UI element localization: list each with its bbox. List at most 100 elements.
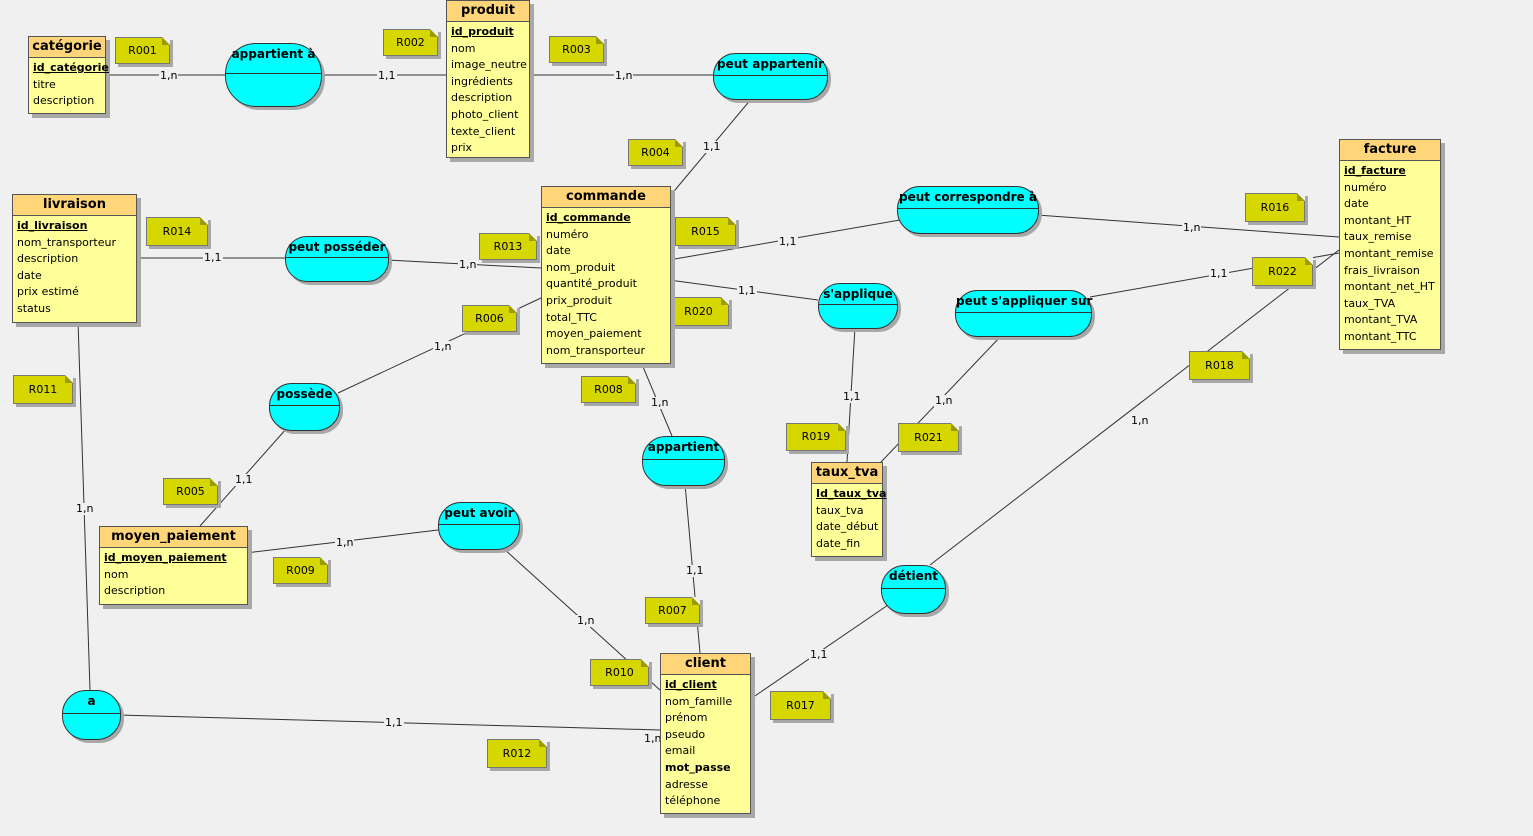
entity-attribute: description bbox=[33, 94, 95, 108]
note-r020[interactable]: R020 bbox=[668, 297, 729, 326]
note-r009[interactable]: R009 bbox=[273, 557, 328, 584]
entity-primary-key: id_produit bbox=[451, 25, 514, 38]
entity-primary-key: id_commande bbox=[546, 211, 631, 224]
entity-attribute: frais_livraison bbox=[1344, 263, 1420, 277]
entity-primary-key: id_moyen_paiement bbox=[104, 551, 227, 564]
relation-peut-s-appliquer-sur[interactable]: peut s'appliquer sur bbox=[955, 290, 1092, 337]
note-r019[interactable]: R019 bbox=[786, 423, 846, 451]
entity-title: moyen_paiement bbox=[100, 527, 247, 548]
note-r017[interactable]: R017 bbox=[770, 691, 831, 720]
entity-attribute: adresse bbox=[665, 777, 709, 791]
note-r011[interactable]: R011 bbox=[13, 375, 73, 404]
cardinality-label: 1,1 bbox=[842, 390, 862, 403]
relation-label: détient bbox=[889, 569, 938, 583]
note-r002[interactable]: R002 bbox=[383, 29, 438, 56]
relation-label: peut posséder bbox=[288, 240, 386, 254]
note-r016[interactable]: R016 bbox=[1245, 193, 1305, 222]
entity-attribute: montant_net_HT bbox=[1344, 280, 1435, 294]
relation-s-applique[interactable]: s'applique bbox=[818, 283, 898, 329]
note-r018[interactable]: R018 bbox=[1189, 351, 1250, 380]
cardinality-label: 1,n bbox=[458, 258, 478, 271]
entity-attribute: date bbox=[546, 244, 571, 258]
relation-peut-posseder[interactable]: peut posséder bbox=[285, 236, 389, 282]
relation-label: possède bbox=[276, 387, 333, 401]
relation-a[interactable]: a bbox=[62, 690, 121, 740]
note-r012[interactable]: R012 bbox=[487, 739, 547, 768]
entity-attribute: ingrédients bbox=[451, 74, 513, 88]
entity-attribute: montant_remise bbox=[1344, 246, 1434, 260]
entity-title: taux_tva bbox=[812, 463, 882, 484]
relation-label: appartient à bbox=[231, 47, 316, 61]
entity-attribute: nom_transporteur bbox=[546, 343, 646, 357]
note-r013[interactable]: R013 bbox=[479, 233, 537, 260]
entity-title: produit bbox=[447, 1, 529, 22]
note-r015[interactable]: R015 bbox=[675, 217, 736, 246]
entity-attribute: date_fin bbox=[816, 536, 861, 550]
relation-label: appartient bbox=[647, 440, 720, 454]
cardinality-label: 1,n bbox=[335, 536, 355, 549]
note-r022[interactable]: R022 bbox=[1252, 257, 1313, 286]
relation-appartient[interactable]: appartient bbox=[642, 436, 725, 486]
entity-primary-key: id_facture bbox=[1344, 164, 1406, 177]
cardinality-label: 1,n bbox=[159, 69, 179, 82]
note-r004[interactable]: R004 bbox=[628, 139, 683, 166]
cardinality-label: 1,1 bbox=[685, 564, 705, 577]
entity-primary-key: id_catégorie bbox=[33, 61, 109, 74]
relation-divider bbox=[439, 524, 519, 525]
relation-divider bbox=[714, 75, 827, 76]
note-r007[interactable]: R007 bbox=[645, 597, 700, 624]
entity-attribute: taux_remise bbox=[1344, 230, 1412, 244]
relation-label: peut avoir bbox=[444, 506, 514, 520]
entity-attribute: mot_passe bbox=[665, 760, 731, 774]
cardinality-label: 1,n bbox=[75, 502, 95, 515]
relation-divider bbox=[226, 73, 321, 74]
cardinality-label: 1,n bbox=[576, 614, 596, 627]
cardinality-label: 1,n bbox=[1182, 221, 1202, 234]
cardinality-label: 1,1 bbox=[1209, 267, 1229, 280]
relation-divider bbox=[270, 405, 339, 406]
cardinality-label: 1,n bbox=[1130, 414, 1150, 427]
note-r010[interactable]: R010 bbox=[590, 659, 649, 686]
entity-attribute: pseudo bbox=[665, 727, 706, 741]
relation-detient[interactable]: détient bbox=[881, 565, 946, 614]
entity-attribute: texte_client bbox=[451, 124, 516, 138]
note-r014[interactable]: R014 bbox=[146, 217, 208, 246]
relation-peut-avoir[interactable]: peut avoir bbox=[438, 502, 520, 550]
note-r021[interactable]: R021 bbox=[898, 423, 959, 452]
entity-attribute: photo_client bbox=[451, 107, 519, 121]
entity-attribute: taux_tva bbox=[816, 503, 864, 517]
entity-attribute: prénom bbox=[665, 711, 708, 725]
relation-peut-appartenir[interactable]: peut appartenir bbox=[713, 53, 828, 100]
connector-line bbox=[929, 249, 1340, 566]
relation-divider bbox=[882, 588, 945, 589]
entity-attribute: image_neutre bbox=[451, 58, 527, 72]
note-r006[interactable]: R006 bbox=[462, 305, 517, 332]
note-r005[interactable]: R005 bbox=[163, 478, 218, 505]
note-r008[interactable]: R008 bbox=[581, 376, 636, 403]
cardinality-label: 1,1 bbox=[234, 473, 254, 486]
entity-attribute: numéro bbox=[1344, 180, 1387, 194]
relation-possede[interactable]: possède bbox=[269, 383, 340, 431]
relation-label: a bbox=[87, 694, 96, 708]
note-r001[interactable]: R001 bbox=[115, 37, 170, 64]
cardinality-label: 1,1 bbox=[203, 251, 223, 264]
entity-attribute: numéro bbox=[546, 227, 589, 241]
relation-peut-correspondre-a[interactable]: peut correspondre à bbox=[897, 186, 1039, 234]
entity-title: livraison bbox=[13, 195, 136, 216]
entity-attribute: prix_produit bbox=[546, 293, 612, 307]
note-r003[interactable]: R003 bbox=[549, 36, 604, 63]
relation-appartient-a[interactable]: appartient à bbox=[225, 43, 322, 107]
